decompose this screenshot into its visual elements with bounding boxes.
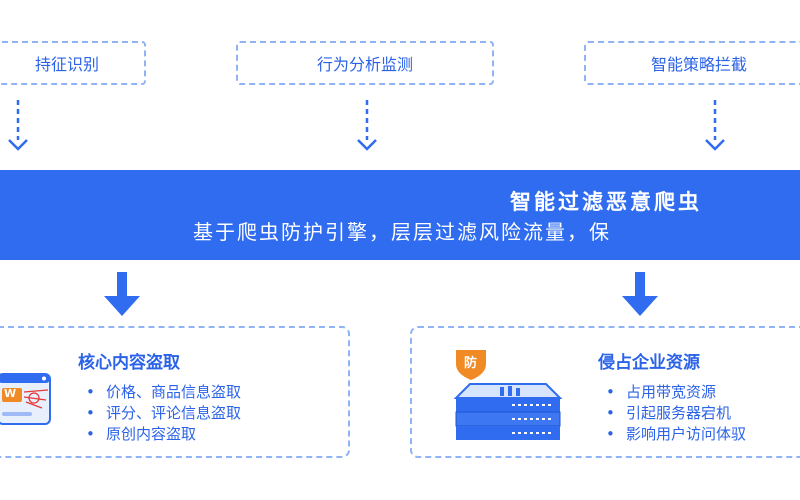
solid-down-arrow-icon bbox=[622, 272, 658, 316]
list-item: •评分、评论信息盗取 bbox=[86, 404, 242, 422]
list-item: •引起服务器宕机 bbox=[606, 404, 732, 422]
card-content-theft: W 核心内容盗取 •价格、商品信息盗取 •评分、评论信息盗取 •原创内容盗取 bbox=[0, 326, 350, 458]
card-title: 核心内容盗取 bbox=[78, 353, 180, 373]
solid-down-arrow-icon bbox=[104, 272, 140, 316]
list-item: •原创内容盗取 bbox=[86, 425, 197, 443]
browser-bug-icon bbox=[0, 373, 51, 425]
list-item-text: 影响用户访问体驭 bbox=[626, 425, 747, 443]
top-box-smart-intercept: 智能策略拦截 bbox=[584, 41, 800, 85]
shield-badge-text: 防 bbox=[464, 356, 478, 371]
card-items: •占用带宽资源 •引起服务器宕机 •影响用户访问体驭 bbox=[606, 382, 746, 445]
top-box-feature-recognition: 持征识别 bbox=[0, 41, 146, 85]
banner-subtitle: 基于爬虫防护引擎，层层过滤风险流量，保 bbox=[193, 220, 611, 244]
list-item: •价格、商品信息盗取 bbox=[86, 383, 242, 401]
filter-banner bbox=[0, 170, 800, 260]
card-title: 侵占企业资源 bbox=[598, 353, 700, 373]
top-box-label: 持征识别 bbox=[34, 55, 99, 74]
list-item-text: 评分、评论信息盗取 bbox=[106, 404, 242, 422]
list-item-text: 引起服务器宕机 bbox=[626, 404, 732, 422]
dashed-down-arrow-icon bbox=[8, 100, 28, 151]
dashed-down-arrow-icon bbox=[357, 100, 377, 151]
top-box-behavior-analysis: 行为分析监测 bbox=[236, 41, 494, 85]
banner-title: 智能过滤恶意爬虫 bbox=[510, 190, 702, 214]
list-item: •占用带宽资源 bbox=[606, 383, 717, 401]
list-item-text: 价格、商品信息盗取 bbox=[106, 383, 242, 401]
top-box-label: 智能策略拦截 bbox=[650, 55, 747, 74]
top-box-label: 行为分析监测 bbox=[316, 55, 413, 74]
server-shield-icon bbox=[453, 350, 563, 440]
dashed-down-arrow-icon bbox=[705, 100, 725, 151]
list-item-text: 原创内容盗取 bbox=[106, 425, 197, 443]
card-items: •价格、商品信息盗取 •评分、评论信息盗取 •原创内容盗取 bbox=[86, 382, 241, 445]
browser-icon-letter: W bbox=[4, 387, 17, 400]
card-resource-occupation: 防 侵占企业资源 •占用带宽资源 •引起服务器宕机 •影响用户访问体驭 bbox=[410, 326, 800, 458]
list-item: •影响用户访问体驭 bbox=[606, 425, 747, 443]
list-item-text: 占用带宽资源 bbox=[626, 383, 717, 401]
